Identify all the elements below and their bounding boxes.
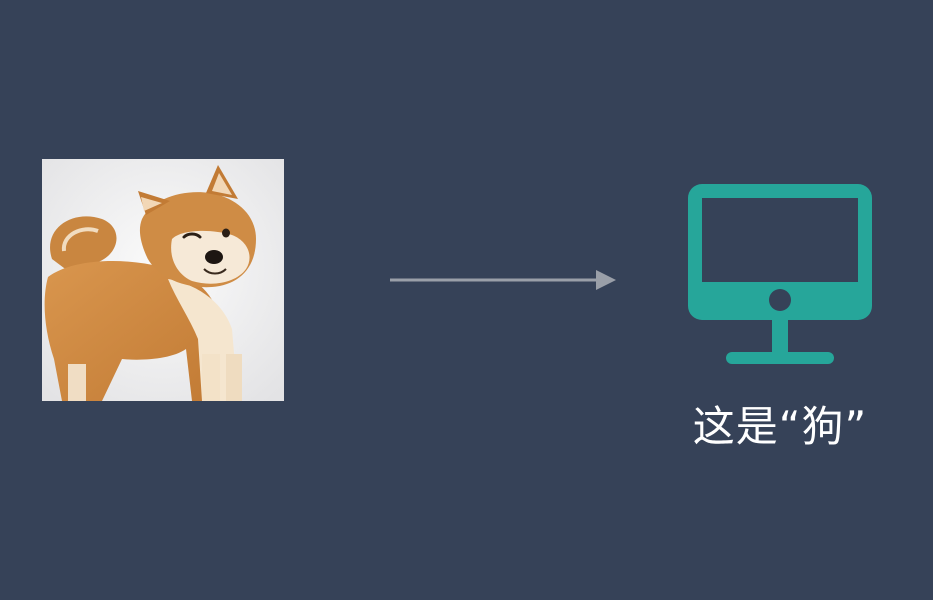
arrow-right-icon xyxy=(390,270,616,290)
caption-text: 这是“狗” xyxy=(692,402,868,451)
dog-photo xyxy=(42,159,284,401)
computer-monitor-icon xyxy=(688,184,872,364)
